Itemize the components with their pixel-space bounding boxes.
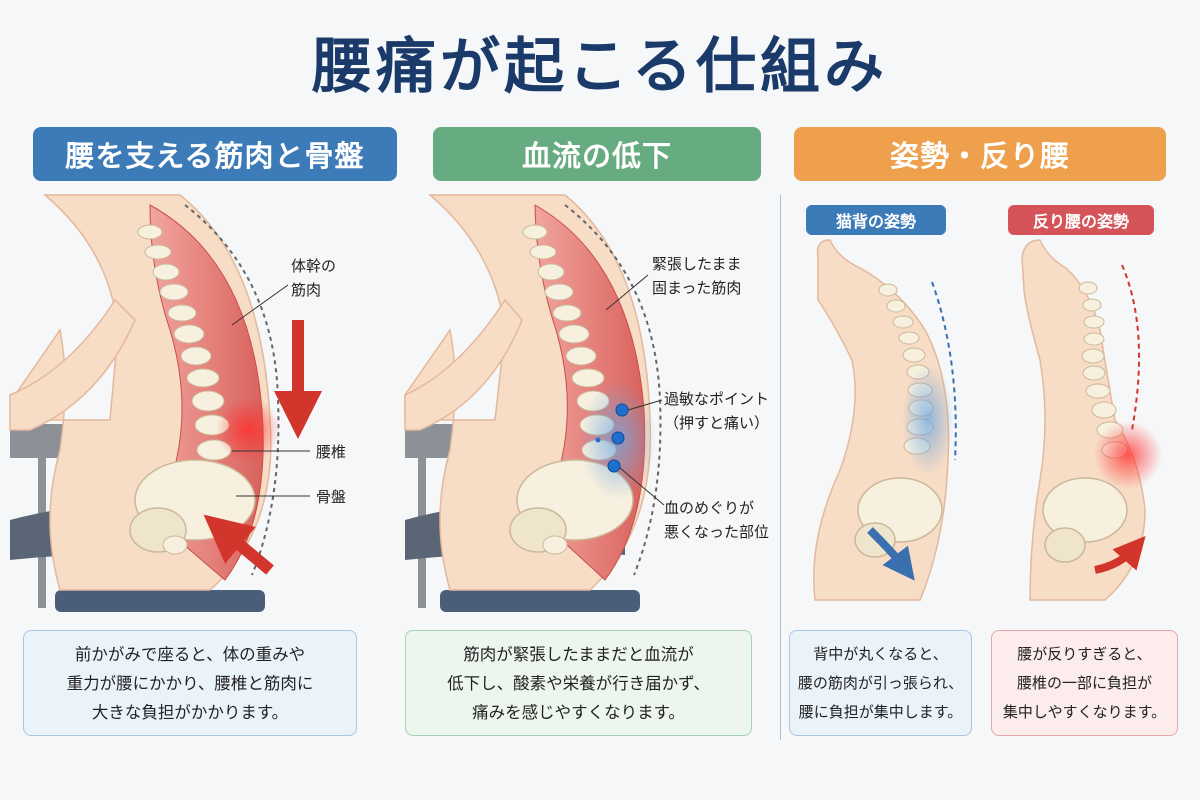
label-trunk-muscle: 体幹の 筋肉 — [291, 257, 337, 299]
page-title: 腰痛が起こる仕組み — [312, 32, 888, 102]
standing-figure-swayback — [1021, 239, 1162, 601]
sensitive-dot — [595, 437, 601, 443]
sensitive-point-2 — [611, 431, 625, 445]
pelvis-bone — [1042, 477, 1128, 563]
label-lumbar: 腰椎 — [316, 443, 347, 461]
chair-base — [440, 590, 640, 612]
sub-header-hunched-posture: 猫背の姿勢 — [806, 205, 946, 235]
column-divider — [780, 195, 781, 740]
leader-sensitive-point — [627, 399, 663, 411]
leader-trunk-muscle — [231, 284, 289, 326]
label-poor-circulation: 血のめぐりが 悪くなった部位 — [664, 499, 770, 541]
pelvis-tilt-arrow — [867, 527, 915, 581]
standing-figure-hunched — [813, 239, 957, 601]
pain-hotspot — [1094, 421, 1162, 489]
sensitive-point-3 — [607, 459, 621, 473]
pain-hotspot — [216, 398, 280, 462]
arm — [404, 298, 523, 431]
posture-curve-line — [184, 204, 280, 576]
panel-header-posture: 姿勢・反り腰 — [794, 127, 1166, 181]
seated-figure-1 — [9, 194, 322, 612]
posture-curve-line — [564, 204, 662, 576]
muscle-strain-area — [902, 365, 954, 475]
panel-header-muscle-pelvis: 腰を支える筋肉と骨盤 — [33, 127, 397, 181]
sensitive-point-1 — [615, 403, 629, 417]
arm — [9, 298, 136, 431]
pelvis-pressure-arrow — [203, 514, 274, 575]
label-tense-muscle: 緊張したまま 固まった筋肉 — [652, 255, 742, 297]
spine — [1078, 281, 1129, 459]
description-blood-flow: 筋肉が緊張したままだと血流が 低下し、酸素や栄養が行き届かず、 痛みを感じやすく… — [405, 630, 752, 736]
sub-header-swayback-posture: 反り腰の姿勢 — [1008, 205, 1154, 235]
hunched-curve-line — [931, 281, 957, 461]
panel-header-blood-flow: 血流の低下 — [433, 127, 761, 181]
seated-figure-2 — [404, 194, 665, 612]
description-muscle-pelvis: 前かがみで座ると、体の重みや 重力が腰にかかり、腰椎と筋肉に 大きな負担がかかり… — [23, 630, 357, 736]
chair-base — [55, 590, 265, 612]
label-sensitive-point: 過敏なポイント （押すと痛い） — [664, 390, 770, 432]
description-hunched: 背中が丸くなると、 腰の筋肉が引っ張られ、 腰に負担が集中します。 — [789, 630, 972, 736]
description-swayback: 腰が反りすぎると、 腰椎の一部に負担が 集中しやすくなります。 — [991, 630, 1178, 736]
label-pelvis: 骨盤 — [316, 488, 347, 506]
swayback-curve-line — [1121, 264, 1140, 431]
leader-poor-circulation — [619, 467, 665, 506]
leader-tense-muscle — [605, 274, 649, 311]
pelvis-tilt-arrow — [1094, 536, 1146, 574]
